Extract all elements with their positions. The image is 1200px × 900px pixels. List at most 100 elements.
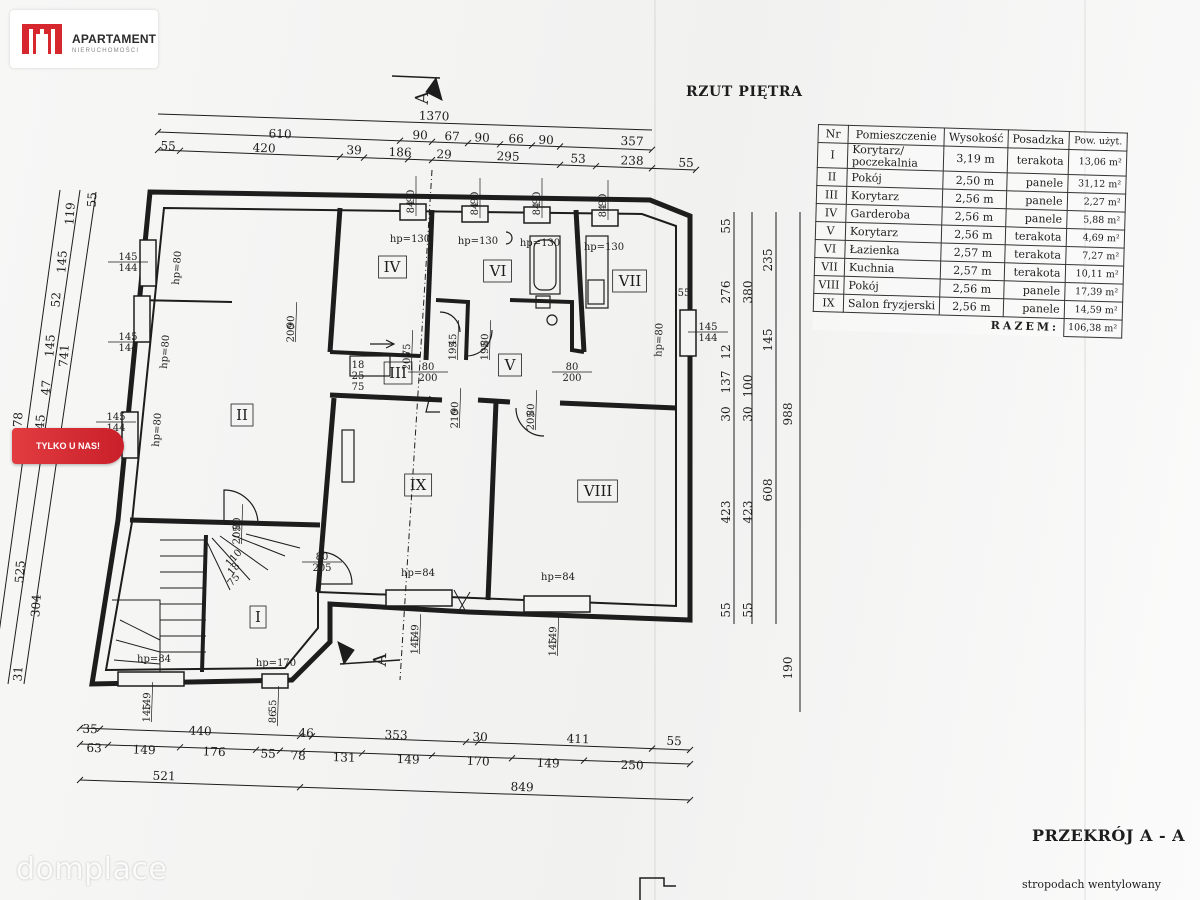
room-area: 2,27 m² xyxy=(1066,192,1126,213)
dimension-label: 521 xyxy=(152,769,175,784)
dimension-label: 131 xyxy=(332,750,355,765)
dimension-tick xyxy=(462,738,470,746)
door-label: 80 xyxy=(316,552,329,563)
dimension-label: 78 xyxy=(10,412,25,428)
door-label: 205 xyxy=(232,525,244,544)
dimension-tick xyxy=(276,747,284,754)
window-label: hp=130 xyxy=(390,234,430,245)
door-label: 80 xyxy=(526,403,537,416)
door-label: 200 xyxy=(286,323,298,342)
room-number: VI xyxy=(814,239,846,259)
dimension-label: 149 xyxy=(132,743,155,758)
room-height: 2,50 m xyxy=(942,171,1008,191)
dimension-tick xyxy=(556,161,564,169)
room-label: VI xyxy=(489,262,507,280)
dimension-tick xyxy=(76,724,84,732)
room-number: V xyxy=(815,221,846,241)
door-label: 80 xyxy=(566,362,579,373)
dimension-label: 66 xyxy=(508,132,524,146)
agency-logo[interactable]: APARTAMENT NIERUCHOMOŚCI xyxy=(10,10,158,68)
fraction-line xyxy=(488,320,492,361)
column-header: Pow. użyt. xyxy=(1068,131,1128,152)
fraction-line xyxy=(556,616,560,657)
dimension-label: 357 xyxy=(620,134,643,149)
room-number: IX xyxy=(813,293,844,313)
room-area: 31,12 m² xyxy=(1067,174,1126,195)
room-label: II xyxy=(236,406,248,424)
room-height: 2,56 m xyxy=(941,224,1006,245)
dimension-label: 55 xyxy=(666,734,682,748)
logo-icon xyxy=(22,24,62,56)
watermark: domplace xyxy=(16,852,168,887)
window-label: hp=130 xyxy=(584,242,624,253)
dimension-label: 90 xyxy=(474,130,490,144)
drawing-title: RZUT PIĘTRA xyxy=(686,84,803,100)
dimension-label: 47 xyxy=(38,380,53,396)
room-name-line: Pokój xyxy=(851,170,882,185)
room-name-line: Łazienka xyxy=(849,242,900,257)
room-floor: terakota xyxy=(1003,262,1066,283)
dimension-label: 46 xyxy=(298,726,314,740)
room-floor: terakota xyxy=(1004,244,1066,265)
logo-subtitle: NIERUCHOMOŚCI xyxy=(72,48,140,54)
dimension-tick xyxy=(154,128,162,136)
dimension-tick xyxy=(358,749,366,757)
dimension-tick xyxy=(592,162,600,170)
dimension-label: 411 xyxy=(566,732,589,747)
dimension-label: 423 xyxy=(719,501,733,524)
dimension-label: 353 xyxy=(384,728,407,743)
room-label-frame xyxy=(249,605,267,629)
dimension-tick xyxy=(404,155,412,163)
paper-fold xyxy=(654,0,656,900)
room-area: 4,69 m² xyxy=(1065,228,1125,249)
window-label: hp=84 xyxy=(541,572,575,583)
dimension-label: 35 xyxy=(82,722,98,736)
room-name-line: Korytarz xyxy=(849,224,899,239)
dimension-label: 29 xyxy=(436,147,452,161)
door-label: 75 xyxy=(352,382,365,393)
room-label-frame xyxy=(577,479,618,503)
fraction-line xyxy=(456,320,460,361)
section-drawing-fragment xyxy=(639,877,676,900)
dimension-tick xyxy=(528,142,536,149)
room-name-line: Kuchnia xyxy=(848,260,895,275)
room-floor: panele xyxy=(1006,190,1068,211)
room-area: 5,88 m² xyxy=(1066,210,1125,231)
section-marker: A xyxy=(370,652,392,668)
window-label: 145 xyxy=(118,252,137,263)
door-label: 205 xyxy=(402,351,414,370)
window-label: 90 xyxy=(470,192,481,205)
fraction-line xyxy=(458,388,462,429)
section-title: PRZEKRÓJ A - A xyxy=(1032,826,1186,845)
room-floor: panele xyxy=(1002,298,1065,319)
dimension-label: 12 xyxy=(719,344,733,359)
dimension-label: 30 xyxy=(719,406,733,421)
logo-name: APARTAMENT xyxy=(72,32,157,46)
dimension-tick xyxy=(686,746,694,754)
window-label: 145 xyxy=(698,322,717,333)
window-label: 145 xyxy=(142,703,154,722)
room-height: 3,19 m xyxy=(943,146,1008,173)
room-height: 2,56 m xyxy=(942,189,1007,209)
dimension-tick xyxy=(96,725,104,733)
dimension-label: 176 xyxy=(202,744,225,759)
room-floor: terakota xyxy=(1007,147,1069,175)
room-number: II xyxy=(816,167,848,187)
room-name-line: Korytarz xyxy=(850,188,900,203)
dimension-label: 525 xyxy=(12,560,28,584)
fraction-line xyxy=(150,682,154,723)
dimension-tick xyxy=(648,146,656,154)
exclusive-badge[interactable]: TYLKO U NAS! xyxy=(12,428,124,464)
dimension-label: 741 xyxy=(56,344,72,368)
dimension-tick xyxy=(648,164,656,172)
dimension-tick xyxy=(428,138,436,146)
dimension-tick xyxy=(360,154,368,161)
dimension-label: 190 xyxy=(781,657,795,680)
door-label: 205 xyxy=(312,563,331,574)
dimension-label: 988 xyxy=(781,403,795,426)
dimension-tick xyxy=(496,140,504,148)
dimension-tick xyxy=(474,738,482,746)
dimension-label: 149 xyxy=(396,752,419,767)
room-label: IV xyxy=(384,258,402,276)
